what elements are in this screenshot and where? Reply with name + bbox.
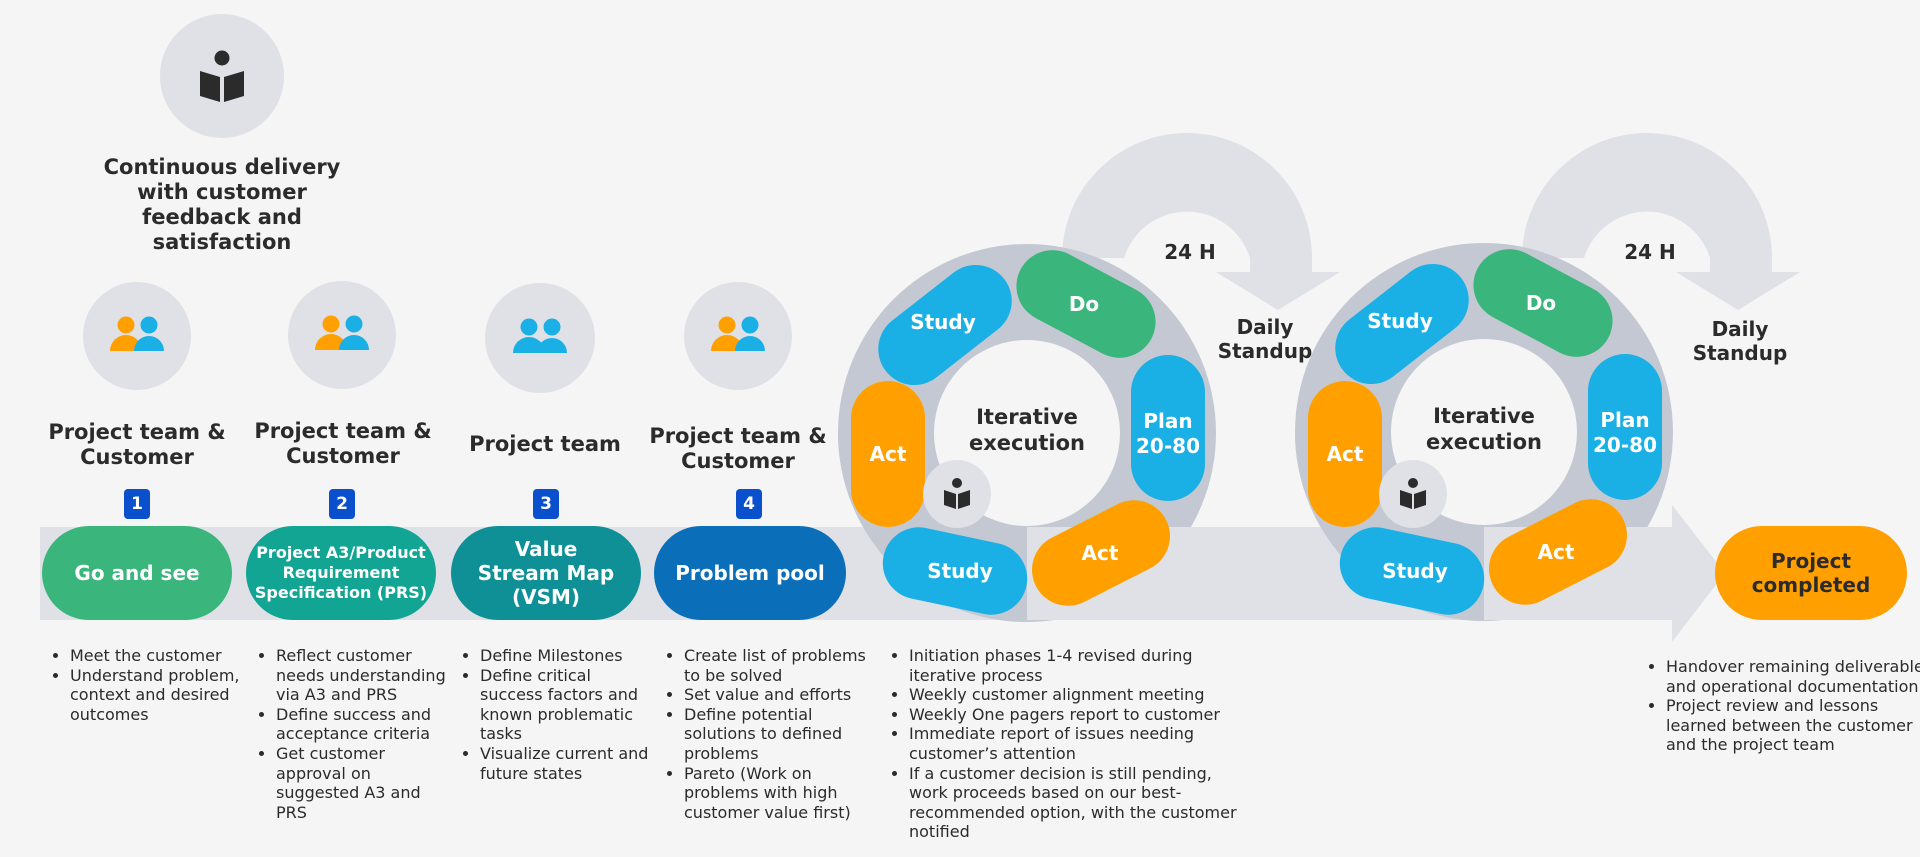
segment-act-left <box>1308 381 1382 527</box>
segment-act-bottom <box>1489 499 1627 605</box>
team-avatar-3 <box>485 283 595 393</box>
cycle-1-act-bottom[interactable]: Act <box>1081 541 1119 565</box>
cycle-1-study-top[interactable]: Study <box>910 310 976 334</box>
step-2-heading: Project team & Customer <box>254 419 432 468</box>
step-3-badge: 3 <box>533 489 559 519</box>
top-title: Continuous delivery with customer feedba… <box>103 155 341 254</box>
bullet: Pareto (Work on problems with high custo… <box>684 764 874 823</box>
top-icon-circle <box>160 14 284 138</box>
bullet: Project review and lessons learned betwe… <box>1666 696 1920 755</box>
segment-act-left <box>851 381 925 527</box>
cycle-2-center-label: Iterative execution <box>1425 404 1543 454</box>
step-3-bullets: Define Milestones Define critical succes… <box>462 646 655 783</box>
person-blue-icon <box>140 316 158 334</box>
step-2-a3-prs[interactable]: Project A3/Product Requirement Specifica… <box>246 526 436 620</box>
bullet: If a customer decision is still pending,… <box>909 764 1254 842</box>
cycle-1-plan[interactable]: Plan 20-80 <box>1136 409 1200 458</box>
step-3-heading: Project team <box>469 432 621 456</box>
bullet: Define Milestones <box>480 646 655 666</box>
book-icon <box>944 478 970 509</box>
step-2-badge: 2 <box>329 489 355 519</box>
book-badge <box>923 460 991 528</box>
team-avatar-1 <box>83 282 191 390</box>
bullet: Weekly One pagers report to customer <box>909 705 1254 725</box>
book-badge <box>1379 460 1447 528</box>
step-1-bullets: Meet the customer Understand problem, co… <box>52 646 245 724</box>
bullet: Reflect customer needs understanding via… <box>276 646 456 705</box>
step-2-bullets: Reflect customer needs understanding via… <box>258 646 456 822</box>
step-4-bullets: Create list of problems to be solved Set… <box>666 646 874 822</box>
bullet: Create list of problems to be solved <box>684 646 874 685</box>
bullet: Immediate report of issues needing custo… <box>909 724 1254 763</box>
project-completed[interactable]: Project completed <box>1715 526 1907 620</box>
bullet: Meet the customer <box>70 646 245 666</box>
cycle-2-act-bottom[interactable]: Act <box>1537 540 1575 564</box>
bullet: Weekly customer alignment meeting <box>909 685 1254 705</box>
cycle-2-study-bottom[interactable]: Study <box>1382 559 1448 583</box>
segment-plan <box>1588 354 1662 500</box>
cycle-1-daily-standup: Daily Standup <box>1217 315 1313 363</box>
bullet: Visualize current and future states <box>480 744 655 783</box>
person-orange-icon <box>117 316 135 334</box>
bullet: Define critical success factors and know… <box>480 666 655 744</box>
step-4-heading: Project team & Customer <box>649 424 827 473</box>
cycle-2-study-top[interactable]: Study <box>1367 309 1433 333</box>
step-4-badge: 4 <box>736 489 762 519</box>
bullet: Initiation phases 1-4 revised during ite… <box>909 646 1254 685</box>
bullet: Define success and acceptance criteria <box>276 705 456 744</box>
segment-study-top <box>878 264 1012 386</box>
segment-act-bottom <box>1032 500 1170 606</box>
cycle-2-do[interactable]: Do <box>1525 291 1557 315</box>
cycle-2-daily-standup: Daily Standup <box>1692 317 1788 365</box>
loop-arrow <box>1522 133 1800 310</box>
cycle-2-plan[interactable]: Plan 20-80 <box>1593 408 1657 457</box>
iteration-bullets: Initiation phases 1-4 revised during ite… <box>891 646 1254 842</box>
segment-study-bottom <box>882 527 1028 615</box>
cycle-1-do[interactable]: Do <box>1068 292 1100 316</box>
segment-do <box>1473 249 1613 357</box>
cycle-2-act-left[interactable]: Act <box>1326 442 1364 466</box>
segment-do <box>1016 250 1156 358</box>
step-1-heading: Project team & Customer <box>48 420 226 469</box>
step-4-problem-pool[interactable]: Problem pool <box>654 526 846 620</box>
bullet: Handover remaining deliverables and oper… <box>1666 657 1920 696</box>
final-bullets: Handover remaining deliverables and oper… <box>1648 657 1920 755</box>
cycle-1-study-bottom[interactable]: Study <box>927 559 993 583</box>
segment-plan <box>1131 355 1205 501</box>
cycle-1-center-label: Iterative execution <box>968 405 1086 455</box>
bullet: Get customer approval on suggested A3 an… <box>276 744 456 822</box>
step-3-vsm[interactable]: Value Stream Map (VSM) <box>451 526 641 620</box>
team-avatar-4 <box>684 282 792 390</box>
cycle-1-segments <box>851 250 1205 615</box>
cycle-2-24h: 24 H <box>1624 240 1676 264</box>
book-icon <box>1400 478 1426 509</box>
cycle-1-24h: 24 H <box>1164 240 1216 264</box>
bullet: Understand problem, context and desired … <box>70 666 245 725</box>
cycle-2-segments <box>1308 249 1662 615</box>
bullet: Define potential solutions to defined pr… <box>684 705 874 764</box>
step-1-go-and-see[interactable]: Go and see <box>42 526 232 620</box>
timeline-arrowhead <box>1672 505 1725 642</box>
bullet: Set value and efforts <box>684 685 874 705</box>
segment-study-bottom <box>1339 527 1485 615</box>
team-avatar-2 <box>288 281 396 389</box>
segment-study-top <box>1335 263 1469 385</box>
cycle-1-act-left[interactable]: Act <box>869 442 907 466</box>
loop-arrow <box>1062 133 1340 310</box>
step-1-badge: 1 <box>124 489 150 519</box>
reading-book-icon <box>200 50 244 102</box>
